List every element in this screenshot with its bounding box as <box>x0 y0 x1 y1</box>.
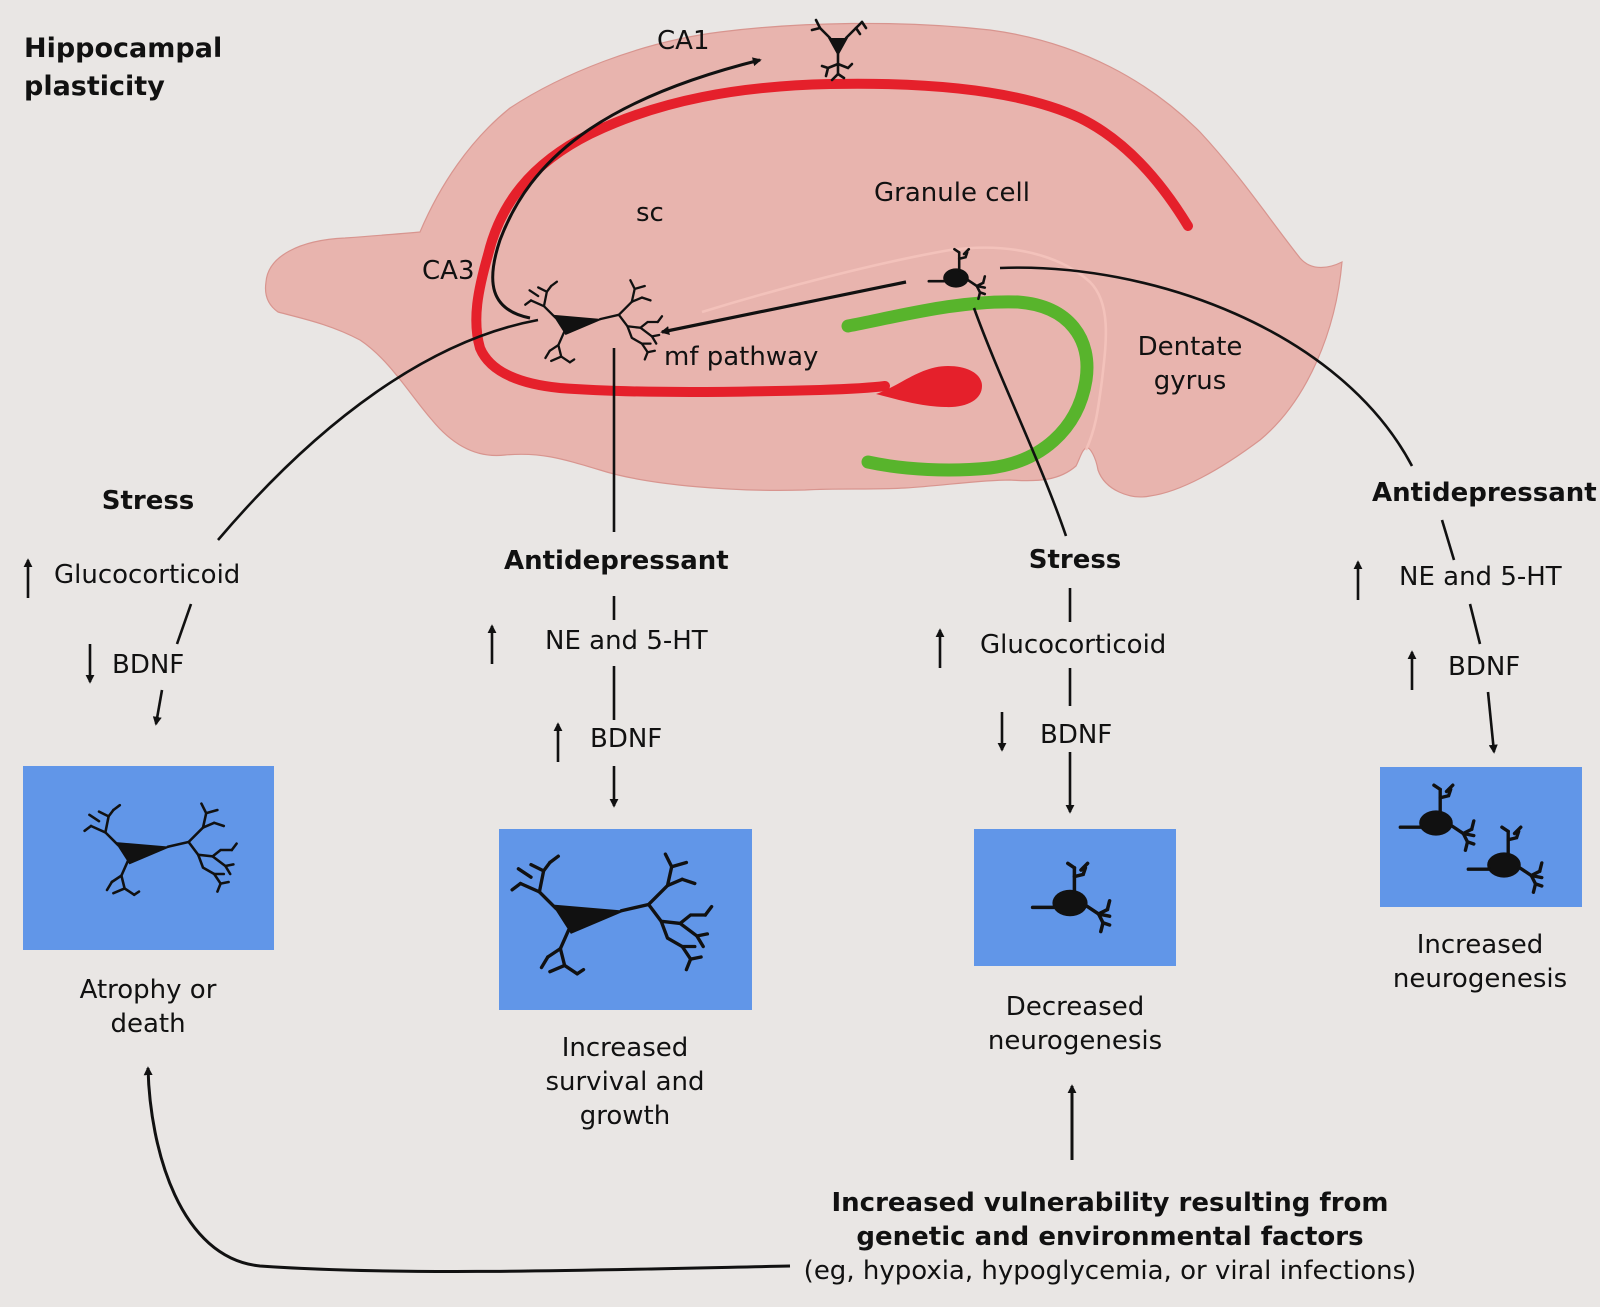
bdnf-label: BDNF <box>1448 652 1521 682</box>
ca3-label: CA3 <box>422 256 475 286</box>
vulnerability-line-3: (eg, hypoxia, hypoglycemia, or viral inf… <box>803 1256 1417 1286</box>
granule-to-antidepressant-connector <box>999 266 1414 467</box>
stress-heading: Stress <box>1028 545 1122 575</box>
schaffer-collateral-arrow <box>491 57 762 320</box>
vulnerability-line-2: genetic and environmental factors <box>856 1222 1364 1252</box>
survival-growth-panel <box>499 829 752 1010</box>
survival-growth-outcome-label: Increased survival and growth <box>545 1033 705 1131</box>
figure-title: Hippocampal plasticity <box>24 33 223 102</box>
ca1-label: CA1 <box>657 26 710 56</box>
decreased-neurogenesis-outcome-label: Decreased neurogenesis <box>987 992 1163 1056</box>
vulnerability-line-1: Increased vulnerability resulting from <box>831 1188 1389 1218</box>
stress-heading: Stress <box>101 486 195 516</box>
sc-label: sc <box>636 198 664 228</box>
antidepressant-heading: Antidepressant <box>504 546 729 576</box>
bdnf-label: BDNF <box>112 650 185 680</box>
mf-pathway-label: mf pathway <box>664 342 819 372</box>
hippocampus-outline <box>264 22 1343 498</box>
vulnerability-to-atrophy-arrow <box>143 1066 791 1273</box>
ca1-pyramidal-neuron <box>810 18 868 82</box>
stress-ca3-chain <box>152 603 193 726</box>
healthy-pyramidal-neuron <box>510 852 714 976</box>
new-granule-neuron <box>1398 783 1476 852</box>
ca3-to-stress-connector <box>217 318 539 541</box>
granule-to-stress-connector <box>972 307 1068 537</box>
mossy-fiber-arrow <box>660 280 907 335</box>
dentate-gyrus-contour <box>701 246 1108 451</box>
atrophy-panel <box>23 766 274 950</box>
atrophy-outcome-label: Atrophy or death <box>79 975 217 1039</box>
dentate-gyrus-label: Dentate gyrus <box>1137 332 1243 396</box>
bdnf-label: BDNF <box>1040 720 1113 750</box>
antidepressant-heading: Antidepressant <box>1372 478 1597 508</box>
glucocorticoid-label: Glucocorticoid <box>54 560 241 590</box>
glucocorticoid-label: Glucocorticoid <box>980 630 1167 660</box>
granule-cell-layer <box>841 295 1094 477</box>
antidepressant-dg-chain <box>1440 519 1498 754</box>
increased-neurogenesis-outcome-label: Increased neurogenesis <box>1392 930 1568 994</box>
single-granule-neuron <box>1030 861 1112 934</box>
new-granule-neuron <box>1466 825 1544 894</box>
atrophied-pyramidal-neuron <box>83 802 238 897</box>
granule-cell-label: Granule cell <box>874 178 1030 208</box>
bdnf-label: BDNF <box>590 724 663 754</box>
increased-neurogenesis-panel <box>1380 767 1582 907</box>
ca-pathway-band <box>471 78 1193 397</box>
ca-pathway-bulb <box>876 366 982 408</box>
ne-5ht-label: NE and 5-HT <box>1399 562 1562 592</box>
ne-5ht-label: NE and 5-HT <box>545 626 708 656</box>
decreased-neurogenesis-panel <box>974 829 1176 966</box>
